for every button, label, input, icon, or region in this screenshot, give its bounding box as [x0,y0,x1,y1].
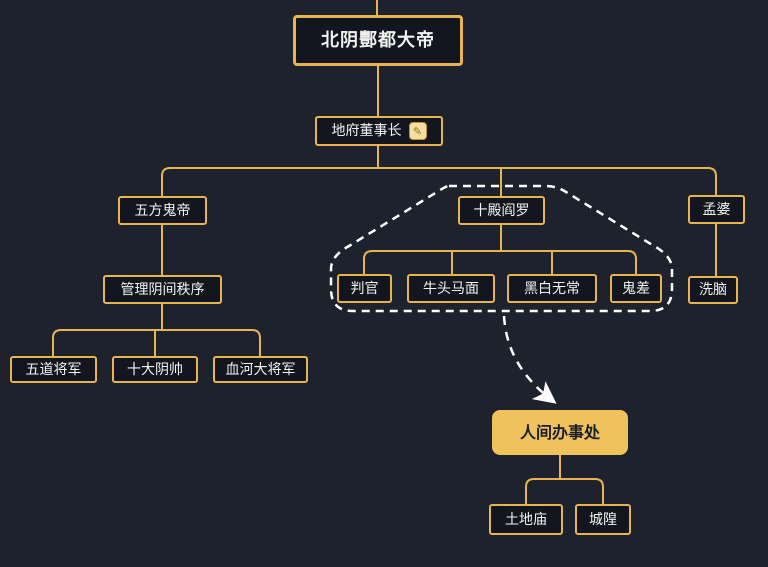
topic-ghost-bailiffs[interactable]: 鬼差 [610,274,662,303]
topic-label: 黑白无常 [524,280,580,297]
topic-root-label: 北阴酆都大帝 [321,29,435,51]
topic-label: 五道将军 [25,361,82,378]
topic-mengpo[interactable]: 孟婆 [688,195,745,224]
topic-label: 管理阴间秩序 [120,281,205,298]
topic-blood-river-general[interactable]: 血河大将军 [213,356,308,383]
topic-human-world-office[interactable]: 人间办事处 [492,410,628,455]
topic-label: 判官 [350,280,379,297]
topic-land-temple[interactable]: 土地庙 [489,504,563,535]
topic-root[interactable]: 北阴酆都大帝 [293,15,463,66]
topic-five-ghost-emperors[interactable]: 五方鬼帝 [118,196,207,225]
topic-ten-yin-marshals[interactable]: 十大阴帅 [112,356,198,383]
topic-label: 孟婆 [702,201,731,218]
topic-label: 五方鬼帝 [134,202,191,219]
topic-city-god[interactable]: 城隍 [575,504,631,535]
tree-connector-lines [52,0,717,504]
group-boundary[interactable] [329,184,674,313]
topic-label: 鬼差 [622,280,650,297]
topic-ten-yama-kings[interactable]: 十殿阎罗 [458,196,545,225]
topic-label: 十大阴帅 [127,361,183,378]
topic-ox-head-horse-face[interactable]: 牛头马面 [407,274,495,303]
topic-five-path-generals[interactable]: 五道将军 [10,356,97,383]
topic-label: 十殿阎罗 [473,202,530,219]
topic-label: 城隍 [589,511,617,528]
note-edit-icon[interactable]: ✎ [408,122,427,140]
topic-manage-underworld-order[interactable]: 管理阴间秩序 [103,275,222,304]
topic-brainwash[interactable]: 洗脑 [688,276,738,304]
topic-label: 人间办事处 [519,422,600,442]
topic-label: 血河大将军 [225,361,296,378]
topic-judge[interactable]: 判官 [337,274,392,303]
topic-black-white-impermanence[interactable]: 黑白无常 [507,274,597,303]
topic-chairman-label: 地府董事长 [331,123,402,139]
topic-label: 牛头马面 [423,280,479,297]
topic-chairman[interactable]: 地府董事长 ✎ [315,116,443,146]
topic-label: 洗脑 [699,282,727,298]
relationship-arrow[interactable] [502,315,557,404]
topic-label: 土地庙 [505,511,547,528]
